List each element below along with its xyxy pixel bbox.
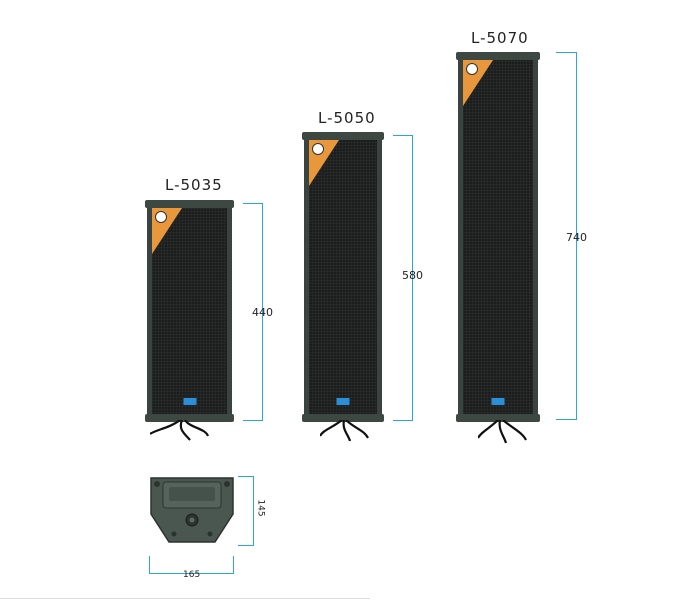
speaker-l5050: [302, 132, 384, 422]
mounting-base-image: [150, 477, 234, 543]
blue-badge: [336, 398, 350, 405]
speaker-l5070: [456, 52, 540, 422]
height-dim-l5050: 580: [402, 269, 423, 282]
brand-logo-icon: [155, 211, 167, 223]
model-label-l5050: L-5050: [318, 109, 376, 127]
brand-logo-icon: [312, 143, 324, 155]
speaker-l5035: [145, 200, 234, 422]
speaker-cable: [320, 420, 369, 442]
speaker-cable: [478, 420, 527, 444]
depth-dim: 145: [255, 499, 266, 517]
depth-bracket: [238, 476, 254, 546]
speaker-cable: [150, 420, 210, 441]
brand-logo-icon: [466, 63, 478, 75]
width-dim: 165: [183, 570, 201, 580]
model-label-l5070: L-5070: [471, 29, 529, 47]
speaker-bottom-cap: [456, 414, 540, 422]
height-bracket-l5035: [243, 203, 263, 421]
speaker-bottom-cap: [302, 414, 384, 422]
blue-badge: [183, 398, 196, 405]
model-label-l5035: L-5035: [165, 176, 223, 194]
blue-badge: [491, 398, 505, 405]
speaker-top-cap: [456, 52, 540, 60]
speaker-top-cap: [302, 132, 384, 140]
height-dim-l5070: 740: [566, 231, 587, 244]
height-bracket-l5050: [393, 135, 413, 421]
speaker-top-cap: [145, 200, 234, 208]
bottom-divider: [0, 598, 370, 599]
speaker-bottom-cap: [145, 414, 234, 422]
height-bracket-l5070: [556, 52, 577, 420]
width-bracket: [149, 556, 234, 574]
height-dim-l5035: 440: [252, 306, 273, 319]
